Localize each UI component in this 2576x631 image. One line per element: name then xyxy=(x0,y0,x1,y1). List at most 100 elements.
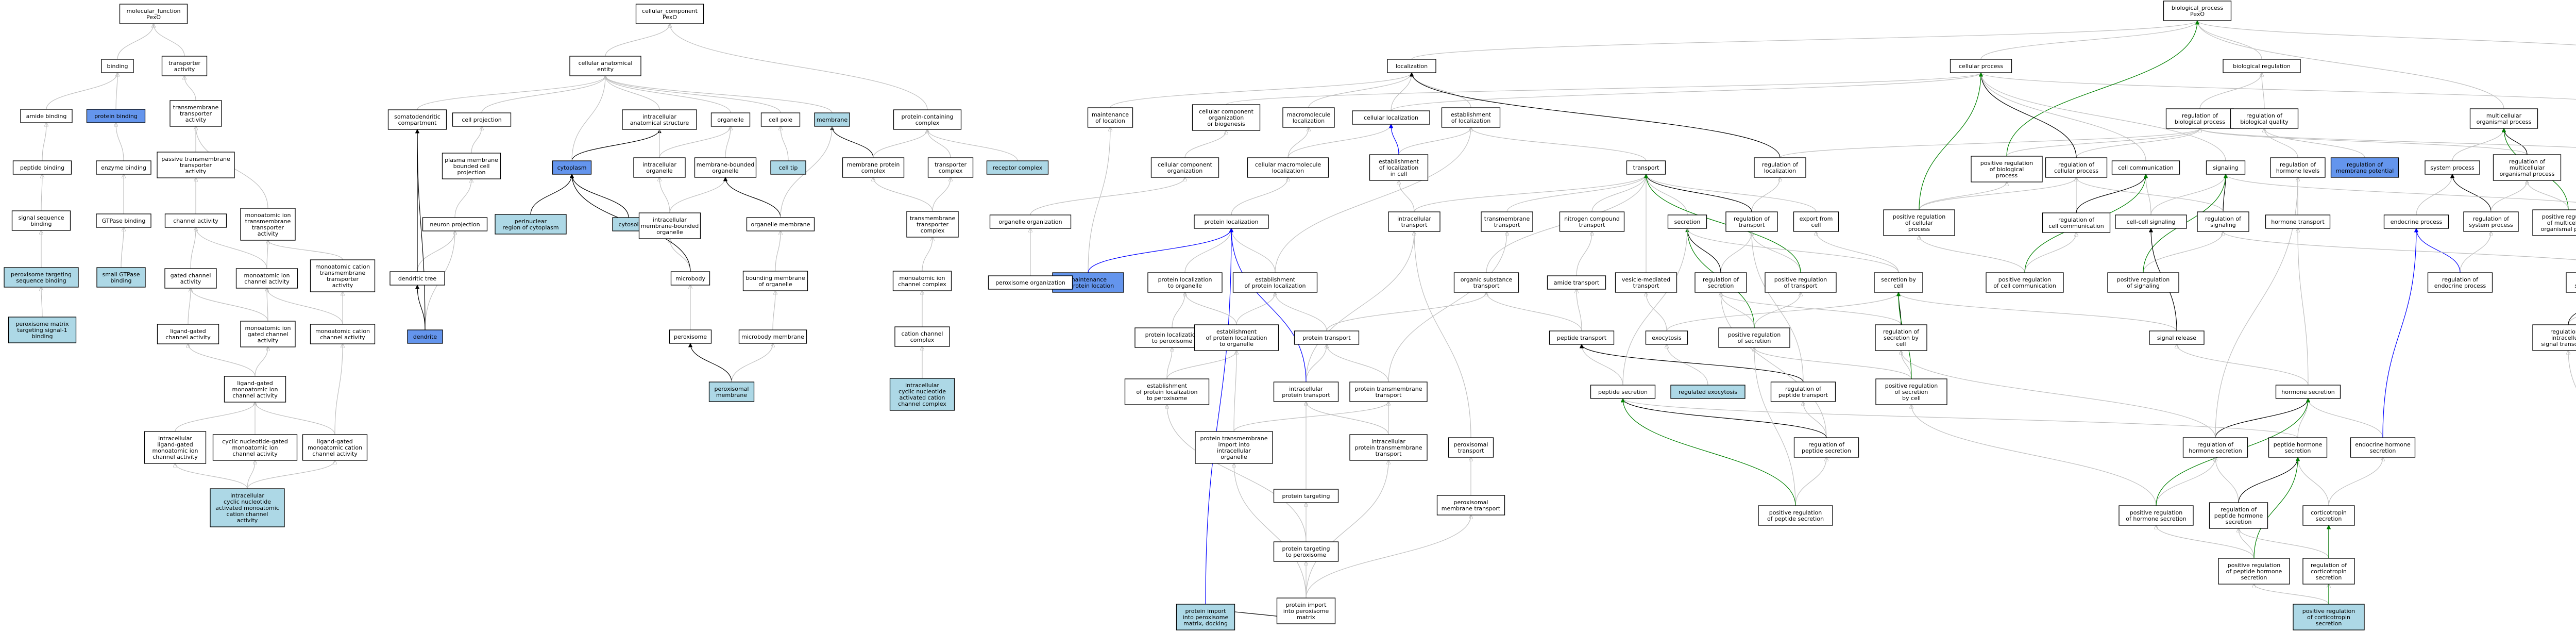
go-term-node-peptide-secretion[interactable]: peptide secretion xyxy=(1590,385,1656,399)
go-term-node-membrane[interactable]: membrane xyxy=(814,112,850,127)
go-term-node-organelle-organization[interactable]: organelle organization xyxy=(989,214,1072,229)
go-term-node-protein-binding[interactable]: protein binding xyxy=(86,109,146,123)
go-term-node-signal-release[interactable]: signal release xyxy=(2149,330,2205,345)
go-term-node-cell-projection[interactable]: cell projection xyxy=(452,112,512,127)
go-term-node-microbody-membrane[interactable]: microbody membrane xyxy=(738,329,807,344)
go-term-node-cell-pole[interactable]: cell pole xyxy=(760,112,801,127)
go-term-node-peptide-binding[interactable]: peptide binding xyxy=(12,160,72,175)
go-term-node-protein-localization[interactable]: protein localization xyxy=(1194,214,1269,229)
go-term-node-cellular-process[interactable]: cellular process xyxy=(1950,59,2012,73)
go-term-node-channel-act[interactable]: channel activity xyxy=(164,213,227,228)
go-term-node-secretion[interactable]: secretion xyxy=(1667,214,1707,229)
go-term-node-system-process[interactable]: system process xyxy=(2425,160,2480,175)
go-term-node-organelle[interactable]: organelle xyxy=(710,112,751,127)
go-term-node-biological-regulation[interactable]: biological regulation xyxy=(2223,59,2301,73)
go-term-node-peroxisome[interactable]: peroxisome xyxy=(669,329,712,344)
go-term-node-cytoplasm[interactable]: cytoplasm xyxy=(552,160,592,175)
go-term-node-organelle-membrane[interactable]: organelle membrane xyxy=(746,217,815,231)
go-term-node-transport[interactable]: transport xyxy=(1626,160,1666,175)
go-term-node-reg-intracellular-signal[interactable]: regulation ofintracellularsignal transdu… xyxy=(2532,324,2576,351)
go-term-node-cell-communication[interactable]: cell communication xyxy=(2111,160,2180,175)
go-term-node-hormone-transport[interactable]: hormone transport xyxy=(2265,214,2331,229)
go-term-node-signaling[interactable]: signaling xyxy=(2206,160,2246,175)
go-term-node-protein-targeting[interactable]: protein targeting xyxy=(1273,489,1339,503)
go-term-node-cell-tip[interactable]: cell tip xyxy=(770,160,806,175)
go-term-node-amide-transport[interactable]: amide transport xyxy=(1547,275,1606,290)
go-term-node-peroxisome-organization[interactable]: peroxisome organization xyxy=(988,275,1073,290)
go-term-node-enzyme-binding[interactable]: enzyme binding xyxy=(96,160,151,175)
go-term-node-protein-transport[interactable]: protein transport xyxy=(1294,330,1360,345)
go-term-node-binding[interactable]: binding xyxy=(101,59,134,73)
go-term-node-dendritic-tree[interactable]: dendritic tree xyxy=(389,271,445,286)
go-term-node-microbody[interactable]: microbody xyxy=(670,271,710,286)
go-term-node-neuron-projection[interactable]: neuron projection xyxy=(422,217,488,231)
go-term-node-intracellular-signal[interactable]: intracellularsignal transduction xyxy=(2566,272,2576,293)
go-term-node-hormone-secretion[interactable]: hormone secretion xyxy=(2275,385,2341,399)
